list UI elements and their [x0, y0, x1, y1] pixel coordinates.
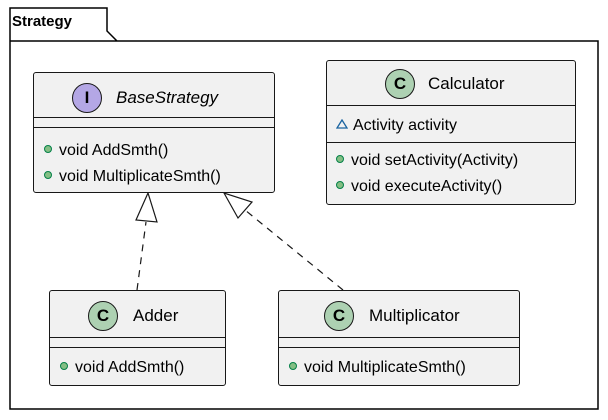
- public-visibility-icon: [289, 362, 297, 370]
- method-item: void setActivity(Activity): [336, 151, 518, 171]
- public-visibility-icon: [44, 171, 52, 179]
- public-visibility-icon: [60, 362, 68, 370]
- interface-badge-icon: I: [72, 83, 102, 113]
- public-visibility-icon: [336, 155, 344, 163]
- method-item: void AddSmth(): [44, 141, 168, 161]
- realization-multiplicator-line: [244, 209, 344, 291]
- class-base-strategy[interactable]: I BaseStrategy void AddSmth() void Multi…: [33, 72, 275, 193]
- class-name: Multiplicator: [369, 306, 460, 325]
- package-title: Strategy: [12, 13, 73, 30]
- package-visibility-icon: [336, 119, 348, 129]
- public-visibility-icon: [336, 181, 344, 189]
- field-separator: [34, 117, 274, 118]
- method-item: void AddSmth(): [60, 358, 184, 378]
- method-item: void MultiplicateSmth(): [289, 358, 466, 378]
- class-calculator[interactable]: C Calculator Activity activity void setA…: [326, 60, 576, 205]
- class-badge-icon: C: [324, 301, 354, 331]
- class-adder[interactable]: C Adder void AddSmth(): [49, 290, 226, 386]
- method-separator: [327, 142, 575, 143]
- realization-multiplicator-arrowhead: [222, 191, 254, 220]
- class-badge-icon: C: [385, 69, 415, 99]
- class-name: Adder: [133, 306, 179, 325]
- class-name: BaseStrategy: [116, 88, 219, 107]
- realization-adder-arrowhead: [135, 191, 158, 223]
- field-separator: [327, 105, 575, 106]
- method-separator: [50, 347, 225, 348]
- class-multiplicator[interactable]: C Multiplicator void MultiplicateSmth(): [278, 290, 520, 386]
- method-item: void executeActivity(): [336, 177, 502, 197]
- method-separator: [34, 127, 274, 128]
- field-item: Activity activity: [336, 116, 457, 136]
- public-visibility-icon: [44, 145, 52, 153]
- field-separator: [50, 337, 225, 338]
- method-separator: [279, 347, 519, 348]
- field-separator: [279, 337, 519, 338]
- method-item: void MultiplicateSmth(): [44, 167, 221, 187]
- class-badge-icon: C: [88, 301, 118, 331]
- class-name: Calculator: [428, 74, 505, 93]
- realization-adder-line: [136, 221, 147, 291]
